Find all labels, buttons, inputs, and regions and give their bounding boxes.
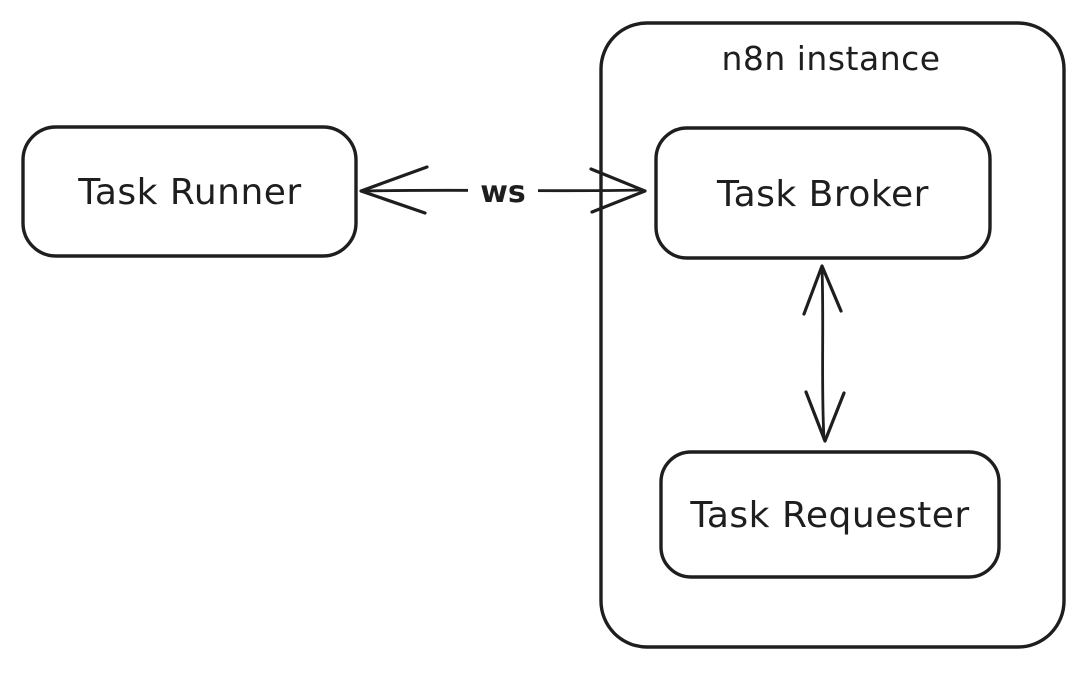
edge-runner-broker: ws [359,165,647,215]
node-task-requester: Task Requester [659,450,1001,579]
edge-broker-requester [802,264,846,443]
task-runner-label: Task Runner [77,172,301,213]
ws-label-background [468,167,538,213]
task-runner-box [21,125,358,258]
arrowhead-right-icon [589,167,647,214]
broker-requester-edge-line [820,266,826,441]
n8n-instance-label: n8n instance [721,39,940,78]
arrowhead-down-icon [804,390,846,443]
task-requester-label: Task Requester [689,495,969,536]
node-task-runner: Task Runner [21,125,358,258]
arrowhead-left-icon [359,165,429,215]
arrowhead-up-icon [802,264,843,316]
task-requester-box [659,450,1001,579]
node-task-broker: Task Broker [654,126,992,260]
ws-edge-label: ws [480,175,526,210]
task-broker-label: Task Broker [716,174,929,215]
task-broker-box [654,126,992,260]
